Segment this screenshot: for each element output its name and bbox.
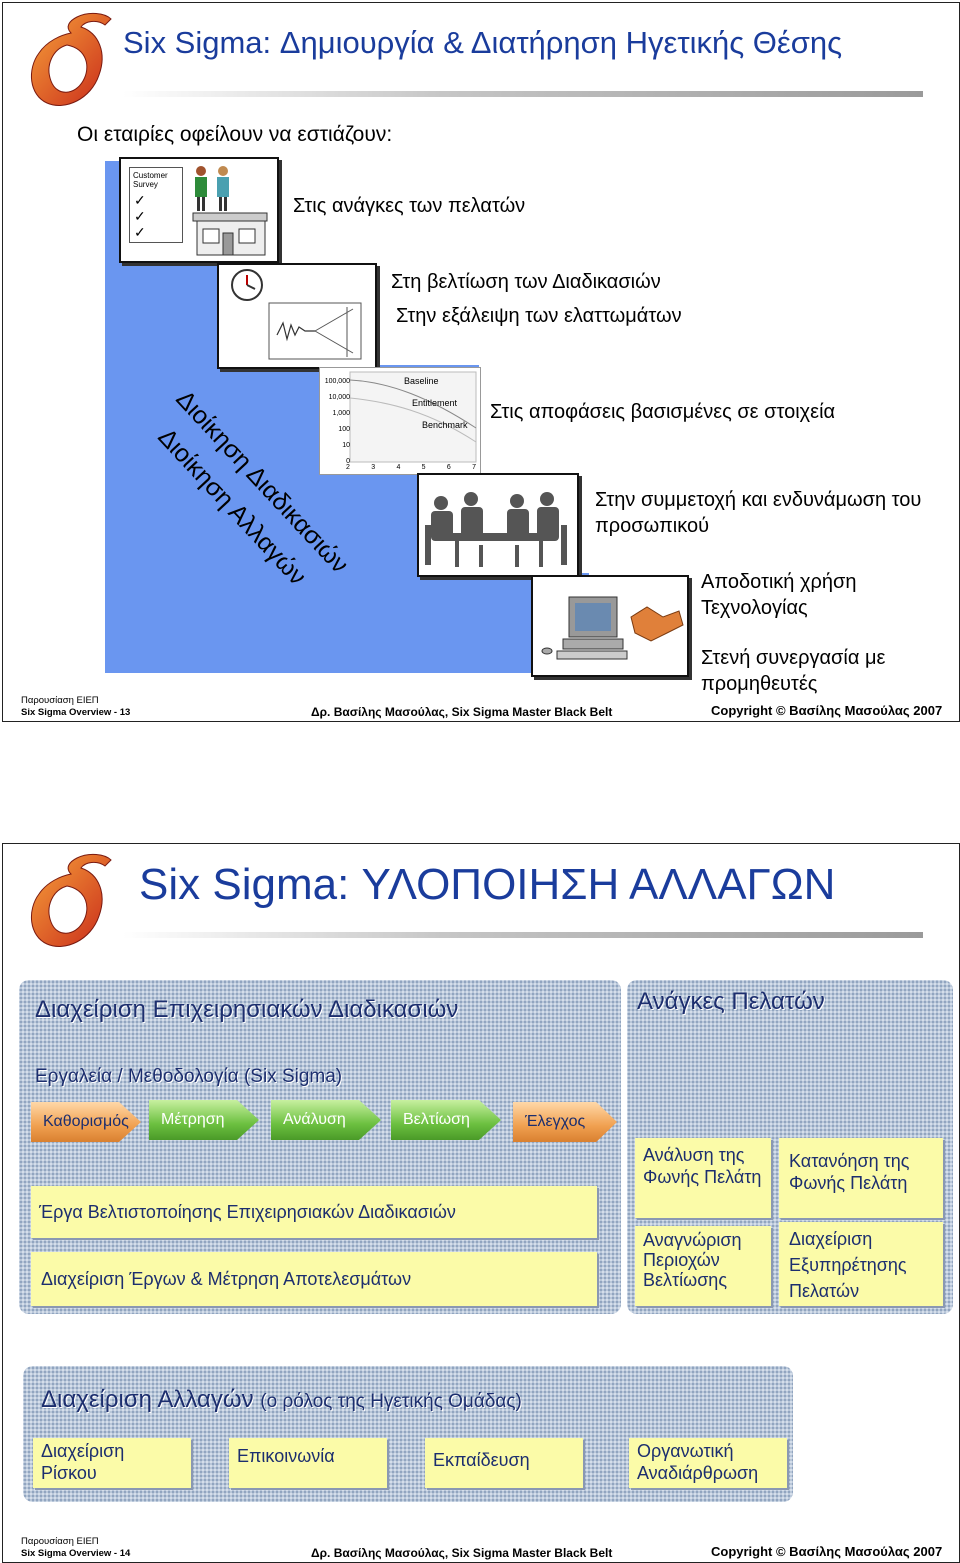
slide-14: Six Sigma: ΥΛΟΠΟΙΗΣΗ ΑΛΛΑΓΩΝ Διαχείριση …: [2, 843, 960, 1563]
footer-left: Παρουσίαση ΕΙΕΠ Six Sigma Overview - 13: [21, 695, 130, 719]
x-tick: 3: [371, 464, 376, 471]
x-tick: 2: [346, 464, 350, 471]
dmaic-define-arrow[interactable]: Καθορισμός: [31, 1102, 141, 1142]
sigma-logo-icon: [30, 12, 112, 106]
title-rule: [123, 91, 923, 97]
dmaic-control-label: Έλεγχος: [525, 1113, 586, 1130]
checkmark-icon: ✓✓✓: [134, 192, 146, 240]
meeting-icon: [425, 492, 567, 567]
footer-page: Six Sigma Overview - 13: [21, 707, 131, 718]
panel-bottom-title-sub: (ο ρόλος της Ηγετικής Ομάδας): [260, 1391, 522, 1412]
item-staff-participation: Στην συμμετοχή και ενδυνάμωση του προσωπ…: [595, 489, 922, 537]
item-technology: Αποδοτική χρήση Τεχνολογίας: [701, 571, 857, 619]
customer-service-label: Διαχείριση Εξυπηρέτησης Πελατών: [789, 1229, 907, 1301]
dmaic-improve-label: Βελτίωση: [403, 1111, 470, 1128]
technology-image: [531, 575, 689, 677]
projects-label: Έργα Βελτιστοποίησης Επιχειρησιακών Διαδ…: [39, 1201, 456, 1222]
projects-box: Έργα Βελτιστοποίησης Επιχειρησιακών Διαδ…: [31, 1186, 597, 1238]
customers-image: Customer Survey ✓✓✓: [119, 157, 279, 263]
meeting-image: [417, 473, 579, 577]
footer-author: Δρ. Βασίλης Μασούλας, Six Sigma Master B…: [311, 705, 613, 719]
data-chart-image: 100,000 10,000 1,000 100 10 0 2 3 4 5 6 …: [319, 367, 481, 475]
voc-understanding-label: Κατανόηση της Φωνής Πελάτη: [789, 1151, 910, 1193]
measure-box: Διαχείριση Έργων & Μέτρηση Αποτελεσμάτων: [31, 1252, 597, 1306]
y-tick: 10: [342, 442, 350, 449]
y-tick: 100: [338, 426, 350, 433]
mini-chart: [349, 371, 477, 463]
slide-title: Six Sigma: Δημιουργία & Διατήρηση Ηγετικ…: [123, 25, 843, 60]
sigma-logo-icon: [30, 853, 112, 947]
measure-label: Διαχείριση Έργων & Μέτρηση Αποτελεσμάτων: [41, 1268, 412, 1289]
item-defect-elimination: Στην εξάλειψη των ελαττωμάτων: [396, 305, 682, 327]
title-rule: [123, 932, 923, 938]
process-image: [217, 263, 377, 369]
dmaic-define-label: Καθορισμός: [43, 1113, 129, 1130]
training-box: Εκπαίδευση: [425, 1438, 583, 1488]
footer-org: Παρουσίαση ΕΙΕΠ: [21, 1536, 99, 1547]
subtitle: Οι εταιρίες οφείλουν να εστιάζουν:: [77, 123, 393, 146]
customer-service-box: Διαχείριση Εξυπηρέτησης Πελατών: [779, 1222, 943, 1306]
improvement-areas-label: Αναγνώριση Περιοχών Βελτίωσης: [643, 1230, 742, 1290]
y-tick: 100,000: [324, 378, 350, 385]
panel-bottom-title: Διαχείριση Αλλαγών (ο ρόλος της Ηγετικής…: [41, 1386, 522, 1414]
dmaic-analyze-arrow[interactable]: Ανάλυση: [271, 1100, 381, 1140]
people-icon: [192, 166, 268, 256]
improvement-areas-box: Αναγνώριση Περιοχών Βελτίωσης: [635, 1226, 771, 1306]
communication-box: Επικοινωνία: [229, 1438, 387, 1488]
item-suppliers: Στενή συνεργασία με προμηθευτές: [701, 647, 886, 695]
label-benchmark: Benchmark: [422, 420, 468, 430]
label-baseline: Baseline: [404, 376, 439, 386]
x-tick: 4: [396, 464, 401, 471]
survey-label: Customer Survey: [133, 171, 168, 189]
item-customer-needs: Στις ανάγκες των πελατών: [293, 195, 526, 217]
tools-label: Εργαλεία / Μεθοδολογία (Six Sigma): [35, 1066, 343, 1087]
footer-copyright: Copyright © Βασίλης Μασούλας 2007: [711, 703, 943, 718]
training-label: Εκπαίδευση: [433, 1450, 530, 1470]
footer-copyright: Copyright © Βασίλης Μασούλας 2007: [711, 1544, 943, 1559]
x-tick: 6: [446, 464, 451, 471]
dmaic-measure-arrow[interactable]: Μέτρηση: [149, 1100, 259, 1140]
y-tick: 10,000: [328, 394, 350, 401]
restructuring-box: Οργανωτική Αναδιάρθρωση: [629, 1438, 787, 1488]
slide-title: Six Sigma: ΥΛΟΠΟΙΗΣΗ ΑΛΛΑΓΩΝ: [139, 860, 836, 909]
panel-right-title: Ανάγκες Πελατών: [637, 988, 825, 1015]
communication-label: Επικοινωνία: [237, 1446, 335, 1466]
dmaic-measure-label: Μέτρηση: [161, 1111, 225, 1128]
item-data-decisions: Στις αποφάσεις βασισμένες σε στοιχεία: [490, 401, 836, 423]
footer-org: Παρουσίαση ΕΙΕΠ: [21, 695, 99, 706]
voc-analysis-label: Ανάλυση της Φωνής Πελάτη: [643, 1145, 762, 1187]
panel-left-title: Διαχείριση Επιχειρησιακών Διαδικασιών: [35, 996, 459, 1023]
label-entitlement: Entitlement: [412, 398, 458, 408]
computer-handshake-icon: [541, 596, 684, 660]
dmaic-analyze-label: Ανάλυση: [283, 1111, 346, 1128]
voc-understanding-box: Κατανόηση της Φωνής Πελάτη: [779, 1138, 943, 1218]
panel-bottom-title-main: Διαχείριση Αλλαγών: [41, 1386, 254, 1413]
risk-box: Διαχείριση Ρίσκου: [33, 1438, 191, 1488]
item-process-improvement: Στη βελτίωση των Διαδικασιών: [391, 271, 661, 293]
footer-page: Six Sigma Overview - 14: [21, 1548, 131, 1559]
voc-analysis-box: Ανάλυση της Φωνής Πελάτη: [635, 1138, 771, 1218]
slide-13: Six Sigma: Δημιουργία & Διατήρηση Ηγετικ…: [2, 2, 960, 722]
footer-author: Δρ. Βασίλης Μασούλας, Six Sigma Master B…: [311, 1546, 613, 1560]
footer-left: Παρουσίαση ΕΙΕΠ Six Sigma Overview - 14: [21, 1536, 130, 1560]
y-tick: 1,000: [332, 410, 350, 417]
x-tick: 7: [472, 464, 476, 471]
dmaic-control-arrow[interactable]: Έλεγχος: [513, 1102, 617, 1142]
x-tick: 5: [421, 464, 426, 471]
risk-label: Διαχείριση Ρίσκου: [41, 1441, 125, 1483]
clock-icon: [231, 269, 362, 360]
restructuring-label: Οργανωτική Αναδιάρθρωση: [637, 1441, 759, 1483]
y-tick: 0: [346, 458, 350, 465]
dmaic-improve-arrow[interactable]: Βελτίωση: [391, 1100, 501, 1140]
